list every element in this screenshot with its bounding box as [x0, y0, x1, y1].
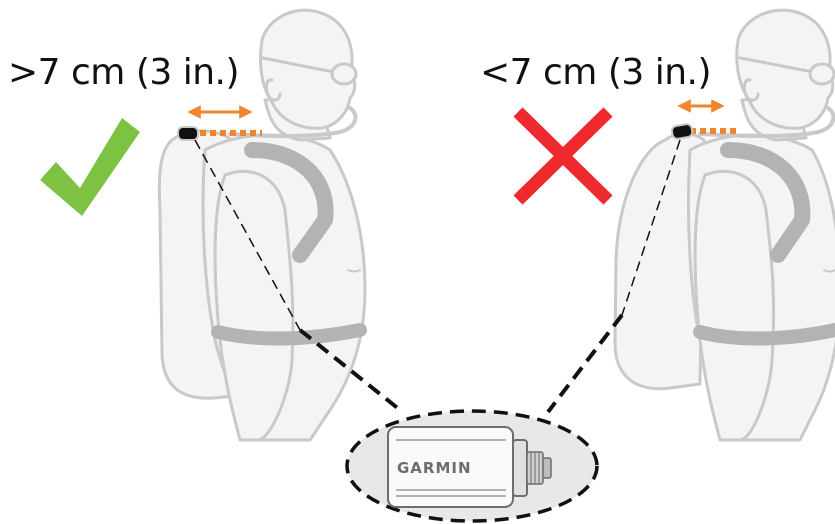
- cross-icon: [518, 112, 608, 200]
- transmitter-left: [178, 127, 198, 140]
- device-collar: [513, 440, 527, 496]
- incorrect-distance-label: <7 cm (3 in.): [480, 52, 711, 93]
- correct-distance-label: >7 cm (3 in.): [8, 52, 239, 93]
- arm-left: [215, 171, 293, 440]
- mask-lens-right: [810, 64, 834, 84]
- device-brand: GARMIN: [397, 459, 472, 477]
- mask-lens-left: [332, 64, 356, 84]
- transmitter-right: [671, 123, 693, 139]
- device-callout: GARMIN: [347, 411, 597, 521]
- arm-right: [695, 171, 774, 440]
- device-tip: [543, 458, 551, 478]
- check-icon: [40, 118, 140, 216]
- connector-right-thick: [548, 315, 622, 412]
